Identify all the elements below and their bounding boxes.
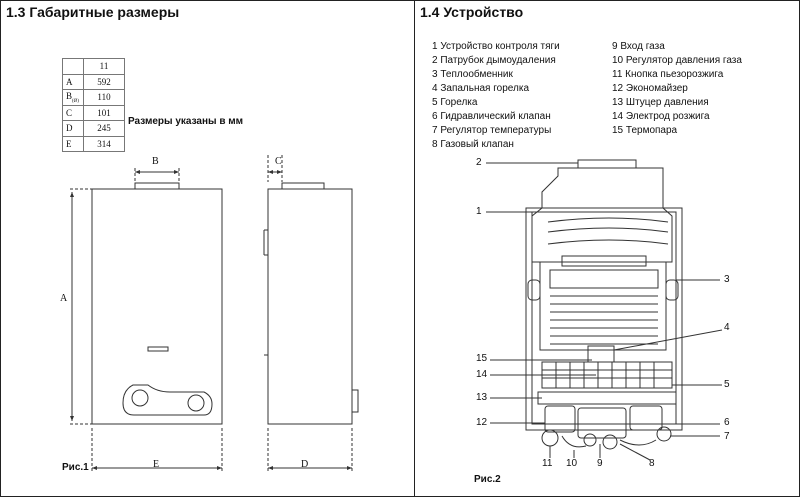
table-row: E 314 <box>62 135 125 152</box>
dim-label-b: B <box>152 156 159 167</box>
callout-11: 11 <box>542 458 553 469</box>
callout-2: 2 <box>476 157 482 168</box>
figure-caption-1: Рис.1 <box>62 462 89 473</box>
dimensions-table: 11 A 592 B(Ø) 110 C 101 D 245 E 314 <box>62 58 125 152</box>
knob-left-icon <box>131 389 149 407</box>
section-title-device: 1.4 Устройство <box>420 4 524 20</box>
pilot-burner <box>587 345 615 363</box>
legend-item: 14 Электрод розжига <box>612 111 710 122</box>
knob-right-icon <box>187 394 205 412</box>
legend-right: 9 Вход газа 10 Регулятор давления газа 1… <box>612 40 742 138</box>
callout-14: 14 <box>476 369 488 380</box>
table-row: 11 <box>62 58 125 75</box>
callout-6: 6 <box>724 417 730 428</box>
temperature-knob-icon <box>656 426 672 442</box>
callout-5: 5 <box>724 379 730 390</box>
viewing-window <box>147 346 169 352</box>
legend-item: 6 Гидравлический клапан <box>432 111 551 122</box>
legend-left: 1 Устройство контроля тяги 2 Патрубок ды… <box>432 40 560 152</box>
callout-1: 1 <box>476 206 482 217</box>
callout-12: 12 <box>476 417 488 428</box>
side-fitting <box>351 389 359 413</box>
section-title-dimensions: 1.3 Габаритные размеры <box>6 4 180 20</box>
dim-label-e: E <box>153 459 160 470</box>
flue-outlet-front <box>134 182 180 190</box>
hydraulic-valve <box>544 405 576 433</box>
callout-15: 15 <box>476 353 488 364</box>
legend-item: 5 Горелка <box>432 97 478 108</box>
flue-pipe <box>577 159 637 169</box>
dim-label-d: D <box>301 459 309 470</box>
table-key: B <box>66 90 73 101</box>
dim-label-a: A <box>60 293 68 304</box>
table-row: D 245 <box>62 120 125 137</box>
heat-exchanger <box>539 261 667 351</box>
gas-valve <box>577 407 627 439</box>
callout-9: 9 <box>597 458 603 469</box>
legend-item: 13 Штуцер давления <box>612 97 709 108</box>
dim-label-c: C <box>275 156 282 167</box>
legend-item: 3 Теплообменник <box>432 69 513 80</box>
legend-item: 10 Регулятор давления газа <box>612 55 742 66</box>
column-divider <box>414 0 415 497</box>
draft-hood <box>531 167 673 263</box>
legend-item: 4 Запальная горелка <box>432 83 530 94</box>
callout-8: 8 <box>649 458 655 469</box>
callout-7: 7 <box>724 431 730 442</box>
legend-item: 12 Экономайзер <box>612 83 688 94</box>
table-value: 245 <box>83 120 125 137</box>
callout-3: 3 <box>724 274 730 285</box>
control-panel <box>122 384 213 416</box>
heater-body <box>525 207 683 431</box>
legend-item: 1 Устройство контроля тяги <box>432 41 560 52</box>
table-value: 314 <box>83 135 125 152</box>
callout-13: 13 <box>476 392 488 403</box>
flue-outlet-side <box>281 182 325 190</box>
legend-item: 15 Термопара <box>612 125 678 136</box>
legend-item: 8 Газовый клапан <box>432 139 514 150</box>
legend-item: 2 Патрубок дымоудаления <box>432 55 556 66</box>
table-row: C 101 <box>62 104 125 121</box>
figure-caption-2: Рис.2 <box>474 474 501 485</box>
callout-10: 10 <box>566 458 578 469</box>
table-row: B(Ø) 110 <box>62 89 125 106</box>
legend-item: 11 Кнопка пьезорозжига <box>612 69 724 80</box>
callout-4: 4 <box>724 322 730 333</box>
legend-item: 7 Регулятор температуры <box>432 125 552 136</box>
legend-item: 9 Вход газа <box>612 41 665 52</box>
table-key-cell: B(Ø) <box>62 89 84 106</box>
table-key-sub: (Ø) <box>72 98 79 104</box>
units-note: Размеры указаны в мм <box>128 116 244 127</box>
